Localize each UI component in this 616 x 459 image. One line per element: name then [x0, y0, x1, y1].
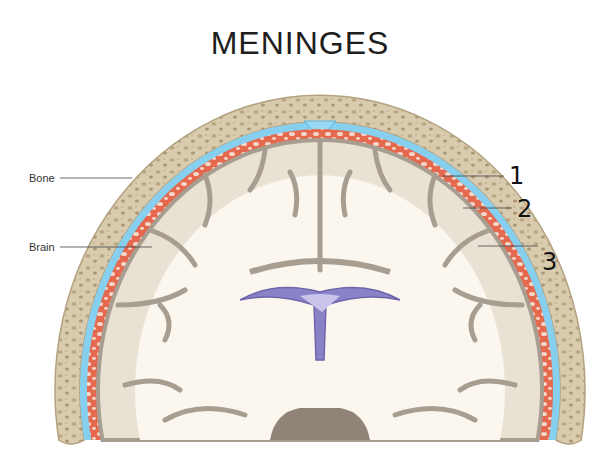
callout-number: 3 [542, 248, 557, 276]
part-label: Bone [29, 172, 55, 184]
dura-mater [80, 122, 560, 440]
corpus-callosum [250, 261, 390, 272]
temporal-sulci [165, 409, 475, 420]
arachnoid-layer [87, 129, 553, 440]
brain-cortex [98, 140, 542, 440]
part-label: Brain [29, 241, 55, 253]
callout-number: 2 [517, 195, 532, 223]
skull-bone [55, 95, 585, 444]
diagram-title: MENINGES [211, 25, 390, 62]
brainstem [270, 408, 370, 440]
callout-number: 1 [509, 162, 524, 190]
sulci [118, 142, 522, 390]
ventricles [240, 288, 400, 361]
leader-lines [60, 176, 538, 247]
